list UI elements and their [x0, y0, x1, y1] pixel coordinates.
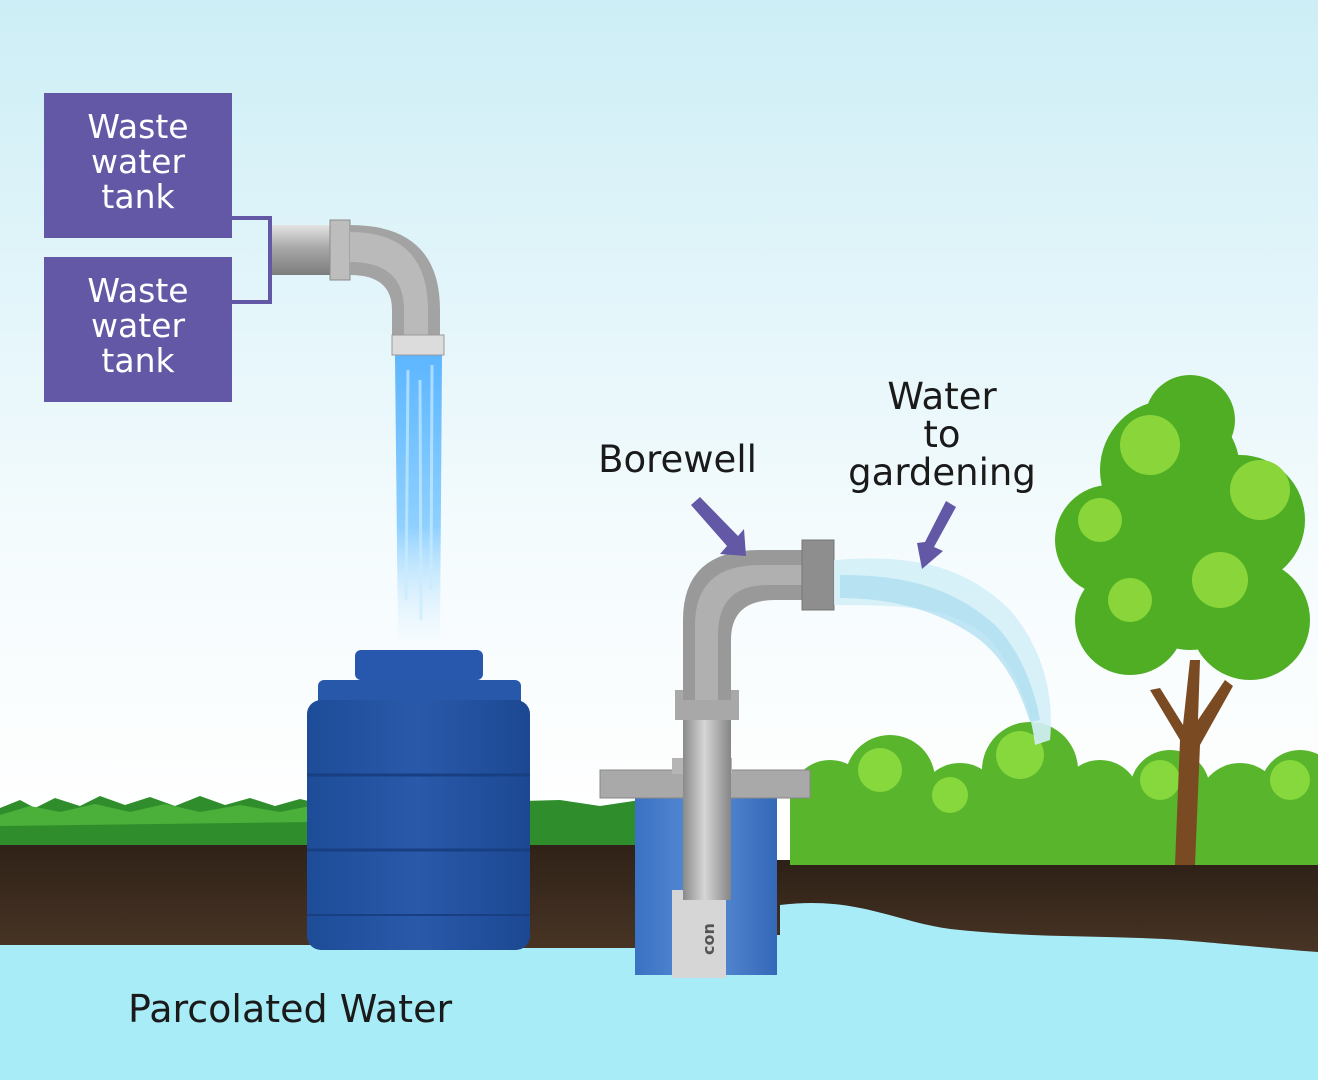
- tree: [1055, 375, 1310, 865]
- parcolated-water-label: Parcolated Water: [128, 987, 453, 1031]
- tree-trunk: [1150, 660, 1233, 865]
- garden-label-line: gardening: [848, 451, 1036, 494]
- tank-label-line: Waste: [87, 271, 189, 310]
- pump-brand-text: con: [699, 923, 718, 955]
- water-to-gardening-label: Water to gardening: [822, 378, 1062, 492]
- falling-water: [395, 355, 442, 640]
- borewell-label: Borewell: [598, 438, 757, 481]
- garden-water-stream: [834, 558, 1051, 745]
- gardening-arrow: [917, 501, 956, 569]
- tank-label-line: water: [90, 306, 186, 345]
- grass-left-highlight: [0, 804, 310, 826]
- tank-label-line: tank: [101, 177, 175, 216]
- tank-label-line: Waste: [87, 107, 189, 146]
- label-connector: [232, 216, 272, 304]
- tank-label-line: water: [90, 142, 186, 181]
- tree-canopy-light: [1078, 415, 1290, 622]
- garden-label-line: to: [923, 413, 961, 456]
- waste-water-tank-label-top: Waste water tank: [44, 93, 232, 238]
- borewell-arrow: [691, 497, 746, 556]
- tree-canopy: [1055, 375, 1310, 680]
- waste-water-tank-label-bottom: Waste water tank: [44, 257, 232, 402]
- garden-label-line: Water: [887, 375, 997, 418]
- borewell-pipe: con: [672, 539, 835, 978]
- waste-outlet-pipe: [270, 219, 445, 356]
- waste-water-storage-tank: [307, 650, 530, 950]
- tank-label-line: tank: [101, 341, 175, 380]
- shrubs-light: [858, 731, 1310, 813]
